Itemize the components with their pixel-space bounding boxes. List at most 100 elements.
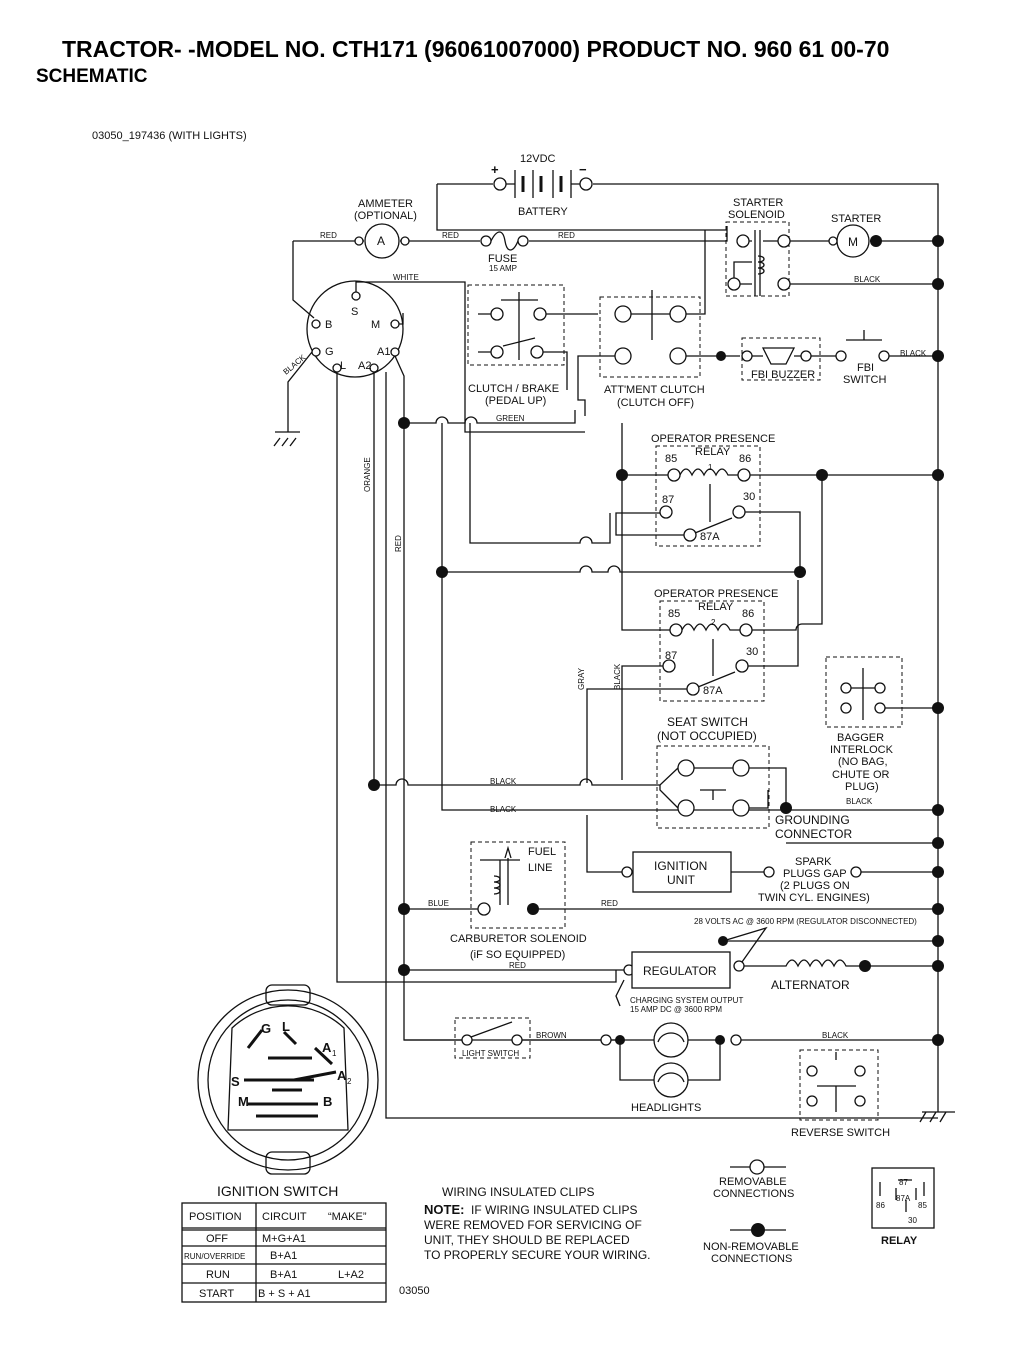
svg-text:ALTERNATOR: ALTERNATOR	[771, 978, 850, 992]
svg-text:WERE REMOVED FOR SERVICING OF: WERE REMOVED FOR SERVICING OF	[424, 1218, 642, 1232]
svg-text:87A: 87A	[703, 685, 723, 697]
starter-solenoid: STARTER SOLENOID	[725, 197, 938, 297]
svg-text:GRAY: GRAY	[577, 667, 586, 690]
svg-text:BAGGER: BAGGER	[837, 732, 884, 744]
svg-text:A: A	[377, 234, 385, 248]
svg-text:FUEL: FUEL	[528, 846, 556, 858]
svg-text:STARTER: STARTER	[733, 197, 783, 209]
svg-text:RELAY: RELAY	[695, 446, 731, 458]
battery-plus: +	[491, 162, 499, 177]
col-position: POSITION	[189, 1211, 242, 1223]
svg-text:CHARGING SYSTEM OUTPUT: CHARGING SYSTEM OUTPUT	[630, 996, 743, 1005]
svg-text:S: S	[351, 306, 358, 318]
svg-text:BLACK: BLACK	[490, 777, 517, 786]
svg-text:PLUG): PLUG)	[845, 781, 879, 793]
svg-text:B: B	[323, 1094, 332, 1109]
svg-text:RELAY: RELAY	[881, 1235, 918, 1247]
ignition-switch-table: IGNITION SWITCH POSITION CIRCUIT “MAKE” …	[181, 1183, 387, 1303]
bagger-interlock: BAGGER INTERLOCK (NO BAG, CHUTE OR PLUG)…	[825, 656, 944, 816]
clutch-brake-switch: CLUTCH / BRAKE (PEDAL UP)	[467, 284, 598, 407]
table-cell: B + S + A1	[258, 1288, 311, 1300]
svg-text:86: 86	[742, 608, 754, 620]
attachment-clutch-switch: ATT'MENT CLUTCH (CLUTCH OFF)	[577, 230, 740, 416]
fuse: FUSE 15 AMP	[480, 231, 529, 273]
battery-minus: −	[579, 162, 587, 177]
page-subtitle: SCHEMATIC	[36, 66, 148, 87]
svg-text:87: 87	[662, 494, 674, 506]
svg-text:OPERATOR PRESENCE: OPERATOR PRESENCE	[651, 433, 775, 445]
svg-text:(NOT OCCUPIED): (NOT OCCUPIED)	[657, 729, 757, 743]
svg-text:2: 2	[347, 1077, 352, 1086]
svg-text:HEADLIGHTS: HEADLIGHTS	[631, 1102, 701, 1114]
svg-text:AMMETER: AMMETER	[358, 198, 413, 210]
svg-text:BLACK: BLACK	[900, 349, 927, 358]
svg-text:NON-REMOVABLE: NON-REMOVABLE	[703, 1241, 799, 1253]
col-circuit: CIRCUIT	[262, 1211, 307, 1223]
svg-text:87A: 87A	[896, 1194, 911, 1203]
battery-label: BATTERY	[518, 206, 568, 218]
table-cell: M+G+A1	[262, 1233, 306, 1245]
svg-text:87: 87	[899, 1178, 908, 1187]
svg-text:RED: RED	[509, 961, 526, 970]
svg-text:SPARK: SPARK	[795, 856, 832, 868]
ignition-unit: IGNITION UNIT SPARK PLUGS GAP (2 PLUGS O…	[586, 815, 944, 904]
ignition-switch-title: IGNITION SWITCH	[217, 1183, 338, 1199]
svg-text:(NO BAG,: (NO BAG,	[838, 756, 888, 768]
battery: + − 12VDC BATTERY	[436, 153, 939, 1112]
operator-presence-relay-2: OPERATOR PRESENCE RELAY 85 86 2 87 30 87…	[577, 475, 823, 783]
table-cell: RUN/OVERRIDE	[184, 1252, 245, 1261]
operator-presence-relay-1: OPERATOR PRESENCE RELAY 85 86 1 87 30 87…	[615, 423, 944, 572]
ammeter: AMMETER (OPTIONAL) A RED RED RED	[292, 198, 728, 319]
svg-text:85: 85	[918, 1201, 927, 1210]
table-cell: B+A1	[270, 1250, 297, 1262]
svg-text:LIGHT SWITCH: LIGHT SWITCH	[462, 1049, 519, 1058]
svg-text:RED: RED	[601, 899, 618, 908]
svg-text:(PEDAL UP): (PEDAL UP)	[485, 395, 546, 407]
svg-text:M: M	[848, 235, 858, 249]
svg-text:85: 85	[665, 453, 677, 465]
svg-text:ORANGE: ORANGE	[363, 457, 372, 492]
svg-text:BLACK: BLACK	[822, 1031, 849, 1040]
svg-text:S: S	[231, 1074, 240, 1089]
svg-text:ATT'MENT CLUTCH: ATT'MENT CLUTCH	[604, 384, 705, 396]
svg-text:GREEN: GREEN	[496, 414, 525, 423]
svg-text:30: 30	[908, 1216, 917, 1225]
svg-text:15 AMP DC @ 3600 RPM: 15 AMP DC @ 3600 RPM	[630, 1005, 722, 1014]
svg-text:A1: A1	[377, 346, 390, 358]
svg-text:B: B	[325, 319, 332, 331]
svg-text:87A: 87A	[700, 531, 720, 543]
svg-text:(iF SO EQUIPPED): (iF SO EQUIPPED)	[470, 949, 565, 961]
svg-text:15 AMP: 15 AMP	[489, 264, 517, 273]
svg-text:L: L	[340, 360, 346, 372]
table-cell: L+A2	[338, 1269, 364, 1281]
svg-text:(OPTIONAL): (OPTIONAL)	[354, 210, 417, 222]
svg-text:M: M	[371, 319, 380, 331]
svg-text:86: 86	[739, 453, 751, 465]
svg-text:BLUE: BLUE	[428, 899, 449, 908]
svg-text:30: 30	[743, 491, 755, 503]
drawing-id: 03050_197436 (WITH LIGHTS)	[92, 130, 247, 142]
svg-text:PLUGS GAP: PLUGS GAP	[783, 868, 847, 880]
svg-text:GROUNDING: GROUNDING	[775, 813, 850, 827]
svg-text:SEAT SWITCH: SEAT SWITCH	[667, 715, 748, 729]
svg-text:L: L	[282, 1019, 290, 1034]
ignition-switch-face: G L A 1 A 2 S M B	[197, 984, 379, 1175]
svg-text:1: 1	[708, 463, 713, 472]
svg-text:REGULATOR: REGULATOR	[643, 964, 717, 978]
col-make: “MAKE”	[328, 1211, 367, 1223]
svg-text:A: A	[337, 1068, 347, 1083]
svg-text:REMOVABLE: REMOVABLE	[719, 1176, 787, 1188]
table-cell: START	[199, 1288, 234, 1300]
svg-text:87: 87	[665, 650, 677, 662]
svg-text:IF WIRING INSULATED CLIPS: IF WIRING INSULATED CLIPS	[471, 1203, 637, 1217]
svg-text:IGNITION: IGNITION	[654, 859, 707, 873]
svg-text:UNIT, THEY SHOULD BE REPLACED: UNIT, THEY SHOULD BE REPLACED	[424, 1233, 630, 1247]
svg-text:(2 PLUGS ON: (2 PLUGS ON	[780, 880, 850, 892]
svg-text:BLACK: BLACK	[846, 797, 873, 806]
svg-text:RED: RED	[558, 231, 575, 240]
svg-text:NOTE:: NOTE:	[424, 1202, 464, 1217]
svg-text:CONNECTIONS: CONNECTIONS	[713, 1188, 794, 1200]
headlights: HEADLIGHTS BLACK	[600, 1022, 944, 1114]
